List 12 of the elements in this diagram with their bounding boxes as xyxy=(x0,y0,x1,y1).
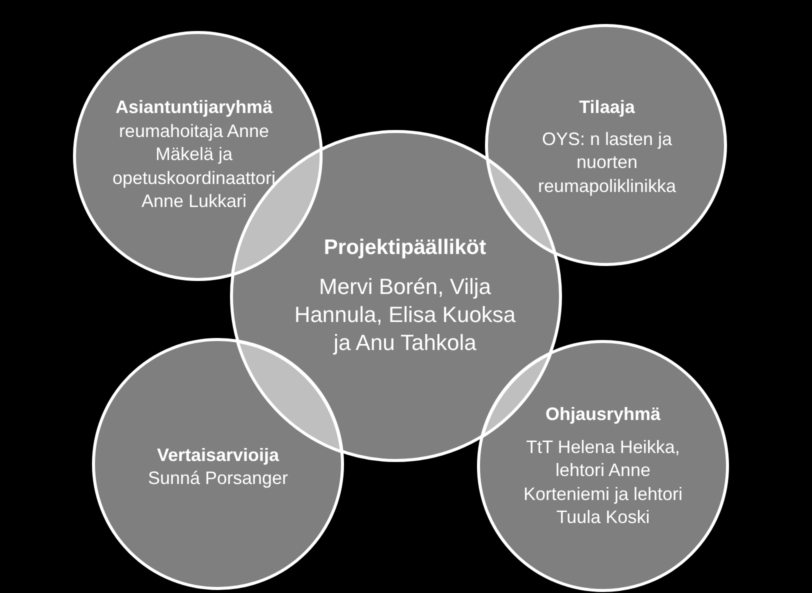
circle-title: Vertaisarvioija xyxy=(156,444,280,466)
circle-text: reumahoitaja Anne Mäkelä ja opetuskoordinaattori Anne Lukkari xyxy=(111,120,277,214)
circle-text: TtT Helena Heikka, lehtori Anne Korteniemi ja lehtori Tuula Koski xyxy=(522,436,684,530)
circle-title: Tilaaja xyxy=(579,96,635,120)
circle-text: Mervi Borén, Vilja Hannula, Elisa Kuoksa ja Anu Tahkola xyxy=(293,273,517,357)
venn-circle xyxy=(477,340,729,592)
circle-title: Ohjausryhmä xyxy=(545,403,661,426)
circle-text: OYS: n lasten ja nuorten reumapoliklinikka xyxy=(536,128,678,198)
circle-title: Projektipäälliköt xyxy=(324,235,486,261)
circle-title: Asiantuntijaryhmä xyxy=(115,96,273,120)
venn-circle xyxy=(485,24,727,266)
circle-text: Sunná Porsanger xyxy=(148,466,288,490)
